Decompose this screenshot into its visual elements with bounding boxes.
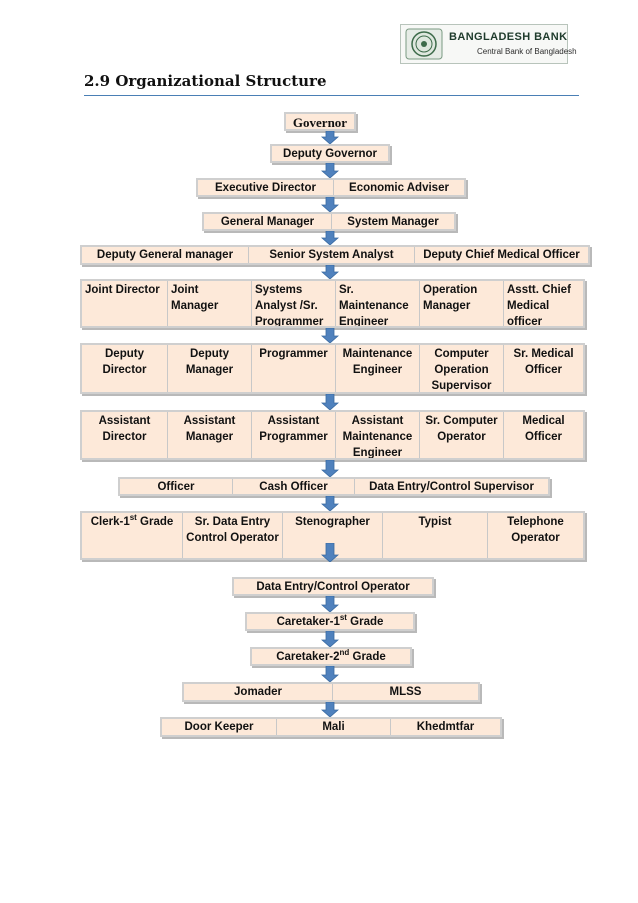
- box-assistant-level: Assistant Director Assistant Manager Ass…: [80, 410, 585, 460]
- box-officer-level: Officer Cash Officer Data Entry/Control …: [118, 477, 550, 496]
- down-arrow-icon: [321, 394, 339, 410]
- node-data-entry-control-operator: Data Entry/Control Operator: [256, 581, 410, 593]
- node-sr-data-entry-control-operator: Sr. Data Entry Control Operator: [182, 513, 282, 558]
- node-economic-adviser: Economic Adviser: [333, 180, 464, 195]
- bank-seal-icon: [405, 28, 443, 60]
- node-sr-computer-operator: Sr. Computer Operator: [419, 412, 503, 458]
- node-data-entry-control-supervisor: Data Entry/Control Supervisor: [354, 479, 548, 494]
- down-arrow-icon: [321, 197, 339, 212]
- node-caretaker-1st-grade: Caretaker-1st Grade: [247, 614, 413, 629]
- box-caretaker-1st: Caretaker-1st Grade: [245, 612, 415, 631]
- node-asstt-chief-medical-officer: Asstt. Chief Medical officer: [503, 281, 583, 326]
- node-deputy-governor: Deputy Governor: [283, 148, 377, 160]
- node-senior-system-analyst: Senior System Analyst: [248, 247, 414, 263]
- down-arrow-icon: [321, 631, 339, 647]
- node-joint-manager: Joint Manager: [167, 281, 251, 326]
- node-mlss: MLSS: [332, 684, 478, 700]
- node-deputy-director: Deputy Director: [102, 348, 147, 376]
- node-typist: Typist: [382, 513, 487, 558]
- node-officer: Officer: [157, 481, 195, 493]
- node-deputy-manager: Deputy Manager: [167, 345, 251, 392]
- node-telephone-operator: Telephone Operator: [487, 513, 583, 558]
- node-assistant-director: Assistant Director: [98, 415, 151, 443]
- down-arrow-icon: [321, 131, 339, 144]
- clerk-label-sup: st: [129, 513, 137, 523]
- node-maintenance-engineer: Maintenance Engineer: [335, 345, 419, 392]
- node-caretaker-2nd-grade: Caretaker-2nd Grade: [252, 649, 410, 664]
- title-divider: [84, 95, 579, 96]
- node-stenographer: Stenographer: [282, 513, 382, 558]
- clerk-label-rest: Grade: [136, 516, 174, 528]
- down-arrow-icon: [321, 231, 339, 245]
- node-khedmtfar: Khedmtfar: [390, 719, 500, 735]
- box-caretaker-2nd: Caretaker-2nd Grade: [250, 647, 412, 666]
- box-governor: Governor: [284, 112, 356, 131]
- down-arrow-icon: [321, 496, 339, 511]
- node-general-manager: General Manager: [220, 216, 315, 228]
- node-assistant-manager: Assistant Manager: [167, 412, 251, 458]
- box-general-manager-level: General Manager System Manager: [202, 212, 456, 231]
- node-joint-director: Joint Director: [85, 284, 160, 296]
- down-arrow-icon: [321, 702, 339, 717]
- down-arrow-icon: [321, 328, 339, 343]
- box-data-entry-operator: Data Entry/Control Operator: [232, 577, 434, 596]
- node-jomader: Jomader: [234, 686, 282, 698]
- node-assistant-programmer: Assistant Programmer: [251, 412, 335, 458]
- node-programmer: Programmer: [251, 345, 335, 392]
- node-operation-manager: Operation Manager: [419, 281, 503, 326]
- bangladesh-bank-logo: BANGLADESH BANK Central Bank of Banglade…: [400, 24, 577, 64]
- node-medical-officer: Medical Officer: [503, 412, 583, 458]
- caretaker2-label-rest: Grade: [349, 651, 386, 663]
- node-cash-officer: Cash Officer: [232, 479, 354, 494]
- caretaker2-label-base: Caretaker-2: [276, 651, 340, 663]
- node-deputy-chief-medical-officer: Deputy Chief Medical Officer: [414, 247, 588, 263]
- node-sr-maintenance-engineer: Sr. Maintenance Engineer: [335, 281, 419, 326]
- clerk-label-base: Clerk-1: [90, 516, 130, 528]
- down-arrow-icon: [321, 265, 339, 279]
- caretaker1-label-sup: st: [339, 614, 347, 623]
- page-title: 2.9 Organizational Structure: [84, 72, 327, 90]
- down-arrow-icon: [321, 163, 339, 178]
- box-deputy-director-level: Deputy Director Deputy Manager Programme…: [80, 343, 585, 394]
- box-dgm-level: Deputy General manager Senior System Ana…: [80, 245, 590, 265]
- box-executive-level: Executive Director Economic Adviser: [196, 178, 466, 197]
- node-systems-analyst: Systems Analyst /Sr. Programmer: [251, 281, 335, 326]
- down-arrow-icon: [321, 543, 339, 562]
- box-jomader-level: Jomader MLSS: [182, 682, 480, 702]
- node-system-manager: System Manager: [331, 214, 454, 229]
- node-assistant-maintenance-engineer: Assistant Maintenance Engineer: [335, 412, 419, 458]
- node-mali: Mali: [276, 719, 390, 735]
- caretaker1-label-rest: Grade: [346, 616, 384, 628]
- box-joint-director-level: Joint Director Joint Manager Systems Ana…: [80, 279, 585, 328]
- node-deputy-general-manager: Deputy General manager: [96, 249, 234, 261]
- bank-name: BANGLADESH BANK: [449, 31, 568, 43]
- node-governor: Governor: [292, 115, 348, 129]
- node-sr-medical-officer: Sr. Medical Officer: [503, 345, 583, 392]
- caretaker2-label-sup: nd: [339, 649, 350, 658]
- node-executive-director: Executive Director: [215, 182, 316, 194]
- node-clerk-1st-grade: Clerk-1st Grade: [82, 513, 182, 558]
- bank-subtitle: Central Bank of Bangladesh: [477, 47, 577, 56]
- node-computer-operation-supervisor: Computer Operation Supervisor: [419, 345, 503, 392]
- box-door-keeper-level: Door Keeper Mali Khedmtfar: [160, 717, 502, 737]
- node-door-keeper: Door Keeper: [184, 721, 254, 733]
- down-arrow-icon: [321, 666, 339, 682]
- down-arrow-icon: [321, 596, 339, 612]
- down-arrow-icon: [321, 460, 339, 477]
- box-deputy-governor: Deputy Governor: [270, 144, 390, 163]
- caretaker1-label-base: Caretaker-1: [276, 616, 340, 628]
